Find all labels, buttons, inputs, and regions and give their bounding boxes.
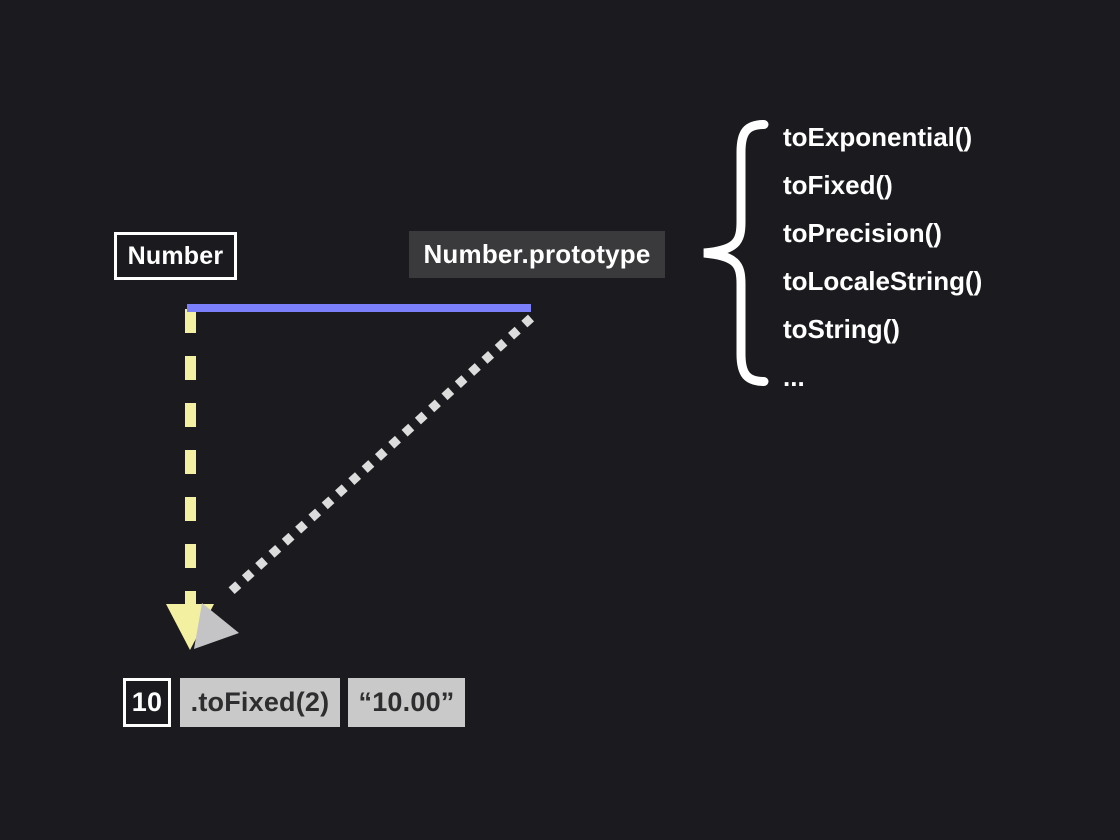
dotted-diagonal-arrow-shaft <box>224 314 535 598</box>
example-result-box: “10.00” <box>348 678 465 727</box>
method-item-toprecision: toPrecision() <box>783 218 942 248</box>
method-item-tofixed: toFixed() <box>783 170 893 200</box>
number-box: Number <box>114 232 237 280</box>
method-item-tolocalestring: toLocaleString() <box>783 266 983 296</box>
curly-brace <box>703 120 769 386</box>
method-list: toExponential() toFixed() toPrecision() … <box>783 113 1043 401</box>
dotted-diagonal-arrowhead <box>194 603 239 649</box>
example-method-call-box: .toFixed(2) <box>180 678 340 727</box>
prototype-link-line <box>187 304 531 312</box>
method-item-toexponential: toExponential() <box>783 122 973 152</box>
prototype-box: Number.prototype <box>409 231 665 278</box>
method-item-ellipsis: ... <box>783 362 805 392</box>
method-item-tostring: toString() <box>783 314 900 344</box>
example-value-box: 10 <box>123 678 171 727</box>
